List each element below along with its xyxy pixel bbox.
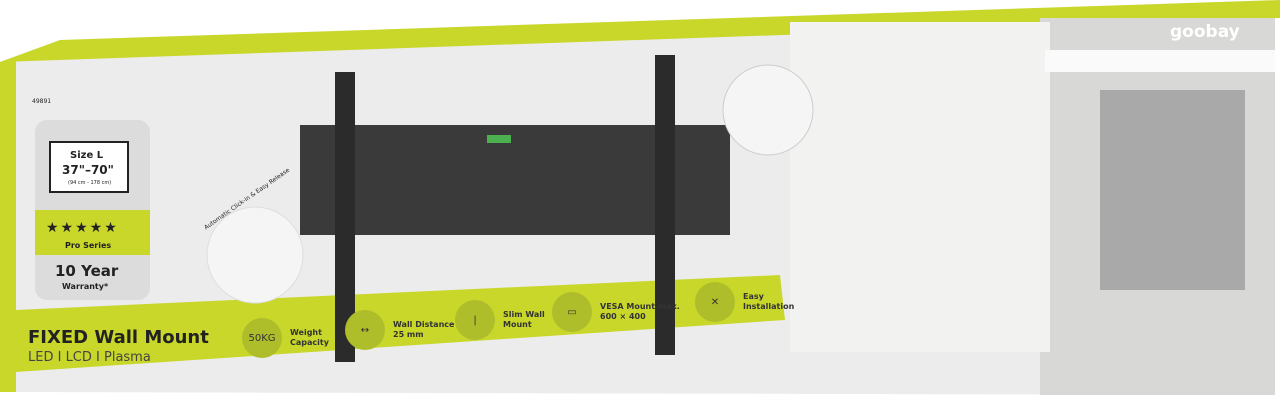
room-tv (1100, 90, 1245, 290)
level-detail-circle (722, 64, 814, 156)
feature-easy-install: ✕ Easy Installation (695, 282, 813, 322)
feature-weight: 50KG Weight Capacity (242, 318, 360, 358)
info-card-band (35, 210, 150, 255)
size-label: Size L (70, 150, 104, 161)
tv-size-icon (49, 141, 129, 193)
curtain (790, 22, 1050, 352)
box-left-edge (0, 60, 16, 392)
feature-label: VESA Mount max. 600 × 400 (600, 302, 680, 321)
wall-distance-icon: ↔ (345, 310, 385, 350)
rating-stars: ★★★★★ (46, 220, 119, 236)
goobay-logo: goobay (1170, 22, 1240, 42)
feature-label: Slim Wall Mount (503, 310, 545, 329)
click-in-circle (206, 206, 304, 304)
product-subtitle: LED I LCD I Plasma (28, 350, 151, 365)
warranty-years: 10 Year (55, 262, 119, 280)
slim-mount-icon: | (455, 300, 495, 340)
feature-label: Wall Distance 25 mm (393, 320, 455, 339)
feature-wall-distance: ↔ Wall Distance 25 mm (345, 310, 463, 350)
series-label: Pro Series (65, 241, 112, 250)
mount-arm-right (655, 55, 675, 355)
product-title: FIXED Wall Mount (28, 327, 209, 348)
box-top-face (0, 0, 1280, 62)
article-number: 49891 (32, 98, 52, 105)
shelf (1045, 50, 1275, 72)
tools-icon: ✕ (695, 282, 735, 322)
size-range: 37"–70" (62, 163, 114, 177)
size-cm: (94 cm - 178 cm) (68, 180, 112, 186)
feature-vesa: ▭ VESA Mount max. 600 × 400 (552, 292, 680, 332)
warranty-label: Warranty* (62, 282, 109, 291)
mount-arm-left (335, 72, 355, 362)
feature-label: Weight Capacity (290, 328, 329, 347)
vesa-icon: ▭ (552, 292, 592, 332)
weight-icon: 50KG (242, 318, 282, 358)
feature-slim-mount: | Slim Wall Mount (455, 300, 573, 340)
spirit-level (487, 135, 511, 143)
feature-band (16, 275, 785, 372)
feature-label: Easy Installation (743, 292, 795, 311)
